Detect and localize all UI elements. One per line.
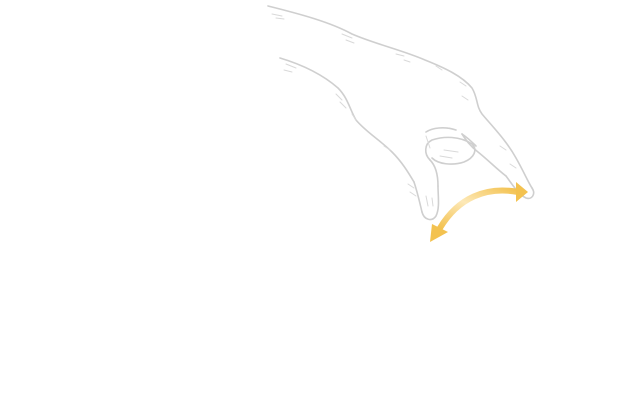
arrow-head-left-icon [430,224,448,242]
hand-icon [267,5,535,221]
pinch-arrow-icon [430,182,528,242]
arrow-head-right-icon [516,182,528,202]
hand-shading [271,13,517,207]
